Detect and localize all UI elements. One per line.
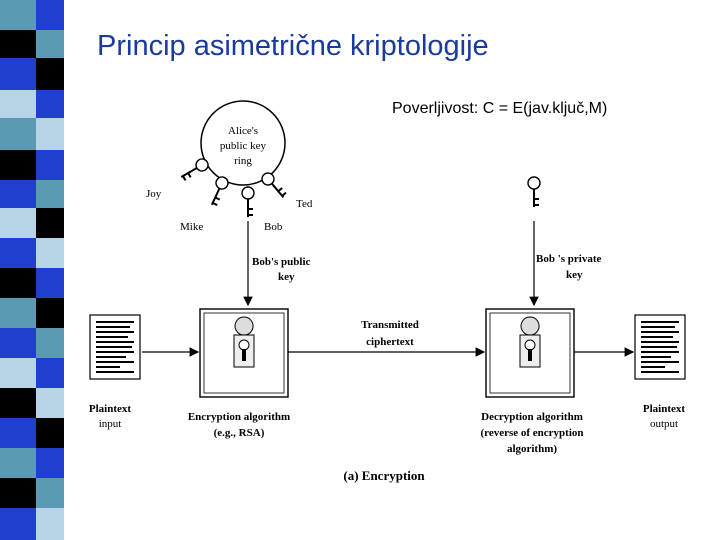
bob-key-icon	[241, 186, 255, 218]
plaintext-input-label-1: Plaintext	[89, 403, 131, 415]
asymmetric-encryption-diagram: Alice's public key ring Joy Mike Bob Ted…	[89, 100, 686, 483]
plaintext-output-label-2: output	[650, 418, 678, 430]
decryption-label-2: (reverse of encryption	[480, 427, 583, 439]
bob-private-key-label-2: key	[566, 269, 583, 281]
decryption-box-icon	[485, 308, 575, 398]
transmitted-label-1: Transmitted	[361, 319, 419, 331]
slide-subtitle: Poverljivost: C = E(jav.ključ,M)	[392, 100, 608, 117]
encryption-label-1: Encryption algorithm	[188, 411, 290, 423]
encryption-label-2: (e.g., RSA)	[214, 427, 265, 439]
ted-key-icon	[258, 169, 290, 203]
key-ring-label-1: Alice's	[228, 125, 258, 137]
ted-label: Ted	[296, 198, 313, 210]
bob-private-key-label-1: Bob 's private	[536, 253, 602, 265]
private-key-icon	[527, 176, 541, 208]
plaintext-input-document-icon	[89, 314, 141, 380]
bob-public-key-label-2: key	[278, 271, 295, 283]
mike-label: Mike	[180, 221, 203, 233]
joy-key-icon	[177, 155, 212, 184]
plaintext-output-label-1: Plaintext	[643, 403, 685, 415]
key-ring-label-2: public key	[220, 140, 267, 152]
joy-label: Joy	[146, 188, 162, 200]
decryption-label-1: Decryption algorithm	[481, 411, 583, 423]
mike-key-icon	[205, 174, 231, 209]
decryption-label-3: algorithm)	[507, 443, 557, 455]
decorative-side-strip	[0, 0, 72, 540]
key-ring-circle	[200, 100, 286, 186]
key-ring-label-3: ring	[234, 155, 252, 167]
slide-title: Princip asimetrične kriptologije	[97, 30, 489, 62]
encryption-box-icon	[199, 308, 289, 398]
plaintext-output-document-icon	[634, 314, 686, 380]
bob-label: Bob	[264, 221, 283, 233]
bob-public-key-label-1: Bob's public	[252, 256, 311, 268]
transmitted-label-2: ciphertext	[366, 336, 414, 348]
plaintext-input-label-2: input	[99, 418, 122, 430]
diagram-caption: (a) Encryption	[343, 468, 425, 483]
